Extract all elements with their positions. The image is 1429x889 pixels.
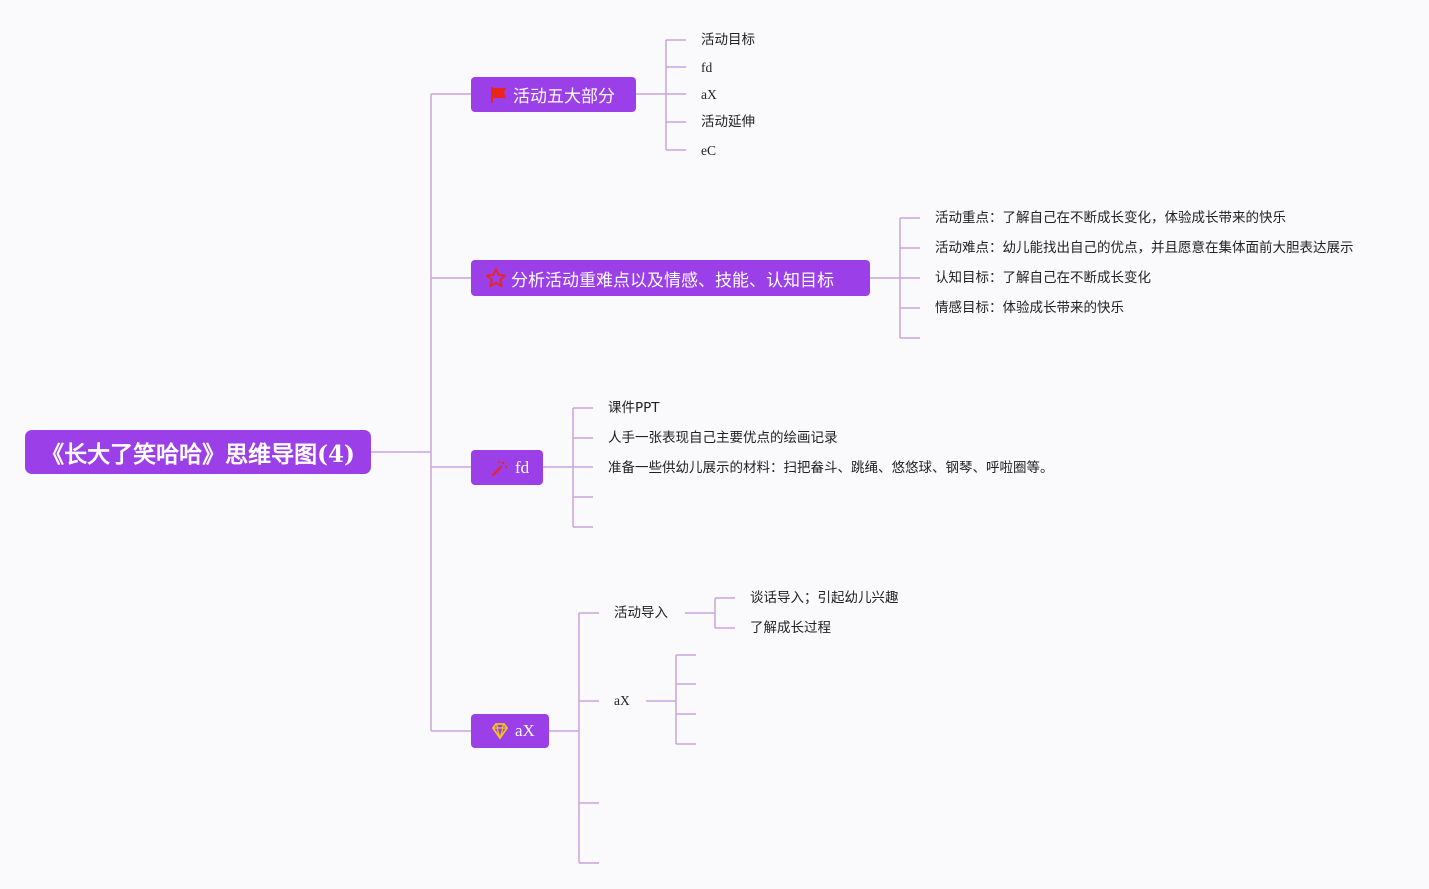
leaf-item[interactable]: 活动重点：了解自己在不断成长变化，体验成长带来的快乐 <box>935 210 1286 226</box>
leaf-item[interactable]: 情感目标：体验成长带来的快乐 <box>935 300 1124 316</box>
sub-node-ax[interactable]: aX <box>614 693 630 708</box>
star-outline-icon <box>485 267 507 289</box>
branch-node-fd[interactable]: fd <box>471 450 543 485</box>
magic-wand-icon <box>489 457 511 479</box>
leaf-item[interactable]: 人手一张表现自己主要优点的绘画记录 <box>608 430 838 446</box>
sub-node-activity-intro[interactable]: 活动导入 <box>614 605 668 621</box>
branch-label: 活动五大部分 <box>513 87 615 107</box>
leaf-item[interactable]: 活动延伸 <box>701 114 755 130</box>
leaf-item[interactable]: 活动目标 <box>701 32 755 48</box>
leaf-item[interactable]: eC <box>701 143 716 158</box>
diamond-icon <box>489 720 511 742</box>
branch-label: aX <box>515 721 535 740</box>
root-title: 《长大了笑哈哈》思维导图(4) <box>41 441 355 468</box>
branch-node-ax[interactable]: aX <box>471 714 549 748</box>
branch-label: 分析活动重难点以及情感、技能、认知目标 <box>511 270 834 291</box>
root-node[interactable]: 《长大了笑哈哈》思维导图(4) <box>25 430 371 474</box>
leaf-item[interactable]: 认知目标：了解自己在不断成长变化 <box>935 270 1151 286</box>
leaf-item[interactable]: 课件PPT <box>608 400 660 416</box>
branch-label: fd <box>515 457 530 477</box>
leaf-item[interactable]: aX <box>701 87 717 102</box>
leaf-item[interactable]: fd <box>701 60 713 75</box>
leaf-item[interactable]: 准备一些供幼儿展示的材料：扫把畚斗、跳绳、悠悠球、钢琴、呼啦圈等。 <box>608 460 1054 476</box>
branch-node-activity-parts[interactable]: 活动五大部分 <box>471 77 636 112</box>
leaf-item[interactable]: 谈话导入；引起幼儿兴趣 <box>750 590 899 606</box>
red-flag-icon <box>487 84 509 106</box>
leaf-item[interactable]: 活动难点：幼儿能找出自己的优点，并且愿意在集体面前大胆表达展示 <box>935 240 1354 256</box>
branch-node-analysis[interactable]: 分析活动重难点以及情感、技能、认知目标 <box>471 260 870 296</box>
leaf-item[interactable]: 了解成长过程 <box>750 620 831 636</box>
